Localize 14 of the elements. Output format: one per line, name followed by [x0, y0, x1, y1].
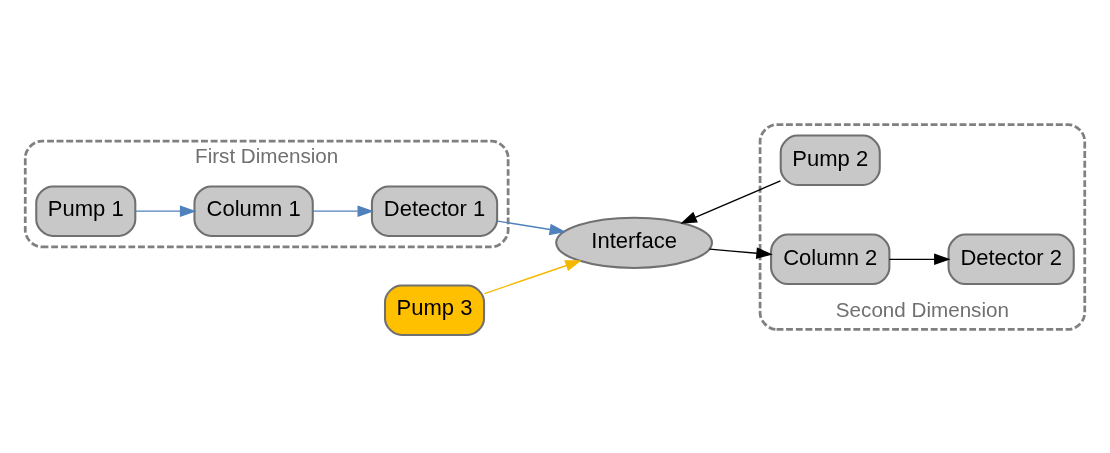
arrow	[888, 253, 951, 265]
arrow	[680, 179, 782, 224]
node-box: Detector 2	[947, 233, 1075, 285]
node-box: Column 2	[770, 233, 891, 285]
node-box: Pump 3	[383, 283, 486, 336]
arrow	[709, 246, 773, 259]
node-box: Pump 2	[779, 134, 881, 186]
node-box: Pump 1	[35, 184, 137, 237]
arrow	[134, 204, 197, 217]
arrow	[496, 219, 567, 235]
node-box: Column 1	[193, 184, 314, 237]
arrow	[312, 204, 374, 217]
node-box: Detector 1	[370, 184, 499, 237]
arrow	[483, 259, 582, 294]
